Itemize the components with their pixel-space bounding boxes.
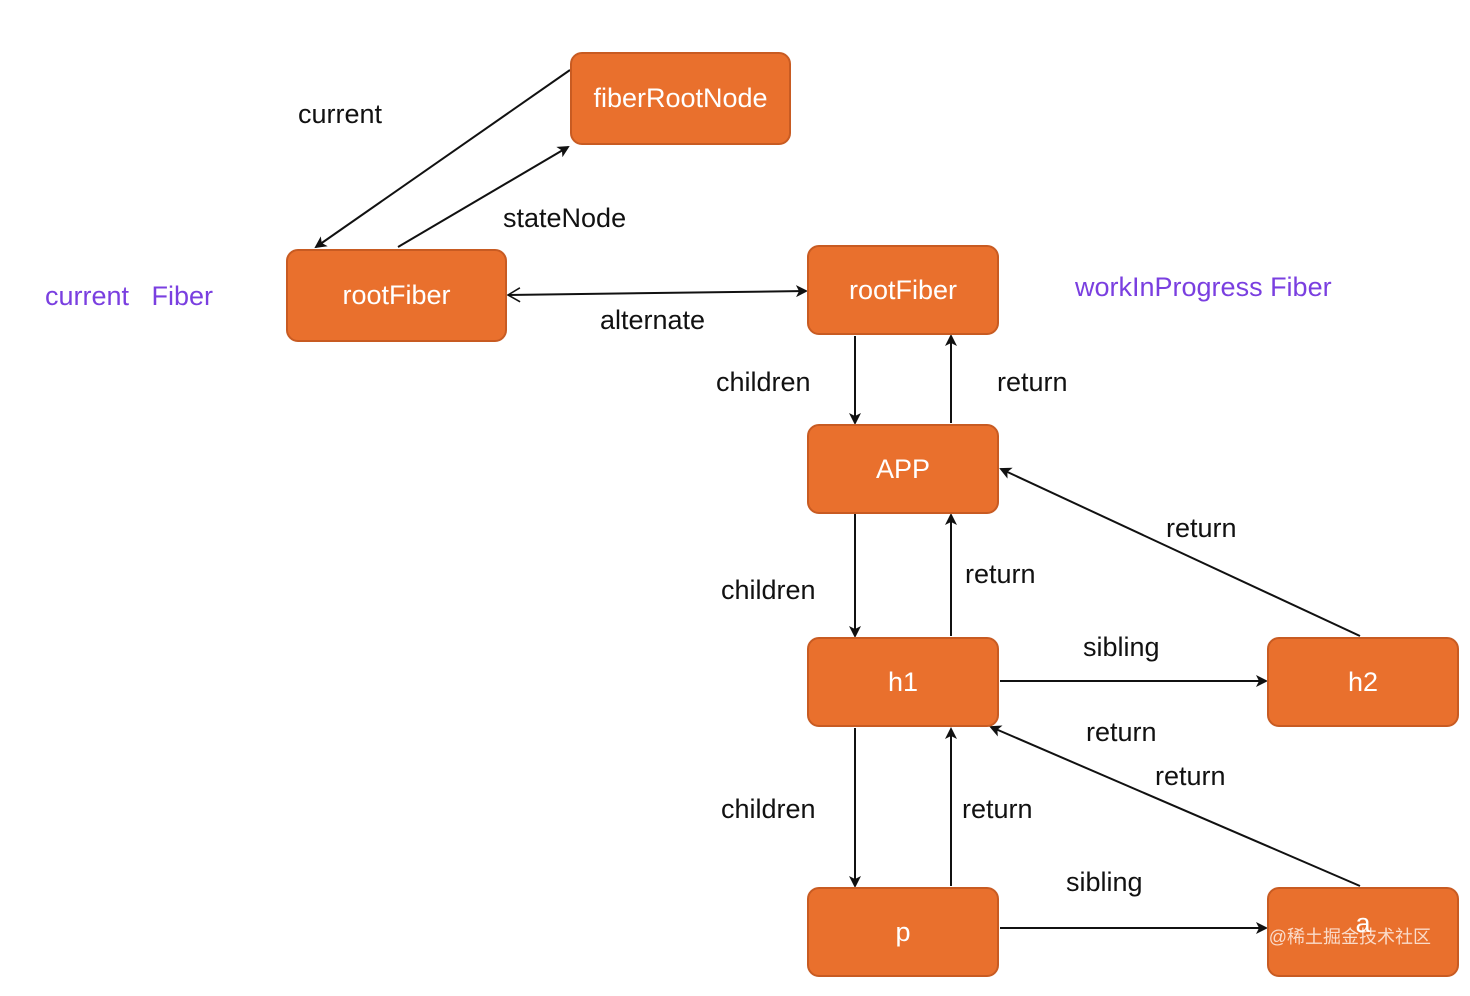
app-node: APP [807, 424, 999, 514]
wip-root-fiber-node: rootFiber [807, 245, 999, 335]
edge-label-state-node: stateNode [503, 203, 627, 233]
edge-label-current: current [298, 99, 383, 129]
edge-label-sibling-p-a: sibling [1066, 867, 1143, 897]
h1-node: h1 [807, 637, 999, 727]
fiber-root-node-label: fiberRootNode [593, 83, 768, 113]
edge-label-children-1: children [716, 367, 811, 397]
h1-node-label: h1 [887, 666, 919, 697]
work-in-progress-fiber-tree-label: workInProgress Fiber [1075, 272, 1332, 302]
a-node: a @稀土掘金技术社区 [1267, 887, 1459, 977]
current-root-fiber-label: rootFiber [342, 280, 451, 310]
edge-label-alternate: alternate [600, 305, 706, 335]
edge-label-return-p: return [962, 794, 1033, 824]
current-fiber-tree-label: current Fiber [45, 281, 214, 311]
current-root-fiber-node: rootFiber [286, 249, 507, 342]
fiber-root-node: fiberRootNode [570, 52, 791, 145]
watermark: @稀土掘金技术社区 [1268, 927, 1431, 947]
h2-node: h2 [1267, 637, 1459, 727]
edge-label-return-h1-a: return [1086, 717, 1157, 747]
edge-label-return-h2: return [1166, 513, 1237, 543]
edge-return-h2-app [999, 467, 1361, 637]
edge-state-node [397, 145, 570, 248]
edge-alternate [506, 285, 808, 303]
edge-label-children-3: children [721, 794, 816, 824]
edge-label-return-2: return [965, 559, 1036, 589]
edge-label-sibling-h1-h2: sibling [1083, 632, 1160, 662]
p-node: p [807, 887, 999, 977]
edge-label-return-1: return [997, 367, 1068, 397]
a-node-label: a [1355, 907, 1371, 938]
wip-root-fiber-label: rootFiber [848, 274, 958, 305]
edge-current [314, 69, 571, 249]
app-node-label: APP [875, 453, 931, 484]
edge-label-return-a: return [1155, 761, 1226, 791]
edge-return-a-h1 [989, 725, 1361, 887]
h2-node-label: h2 [1347, 666, 1379, 697]
p-node-label: p [895, 916, 911, 947]
edge-label-children-2: children [721, 575, 816, 605]
